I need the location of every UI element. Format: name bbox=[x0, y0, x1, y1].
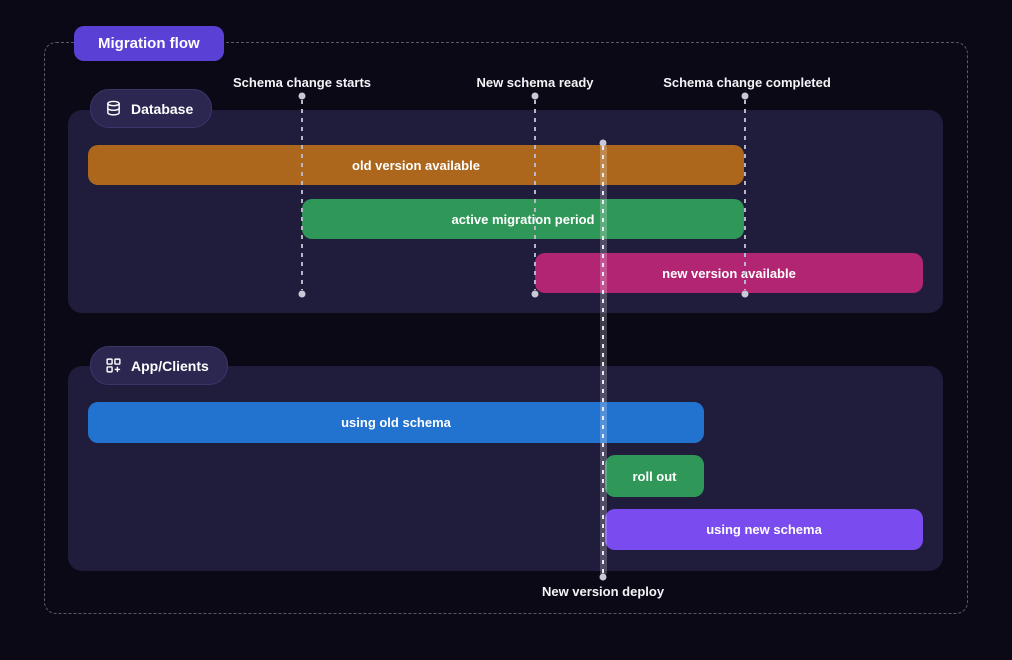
deploy-dot-bottom bbox=[599, 573, 607, 581]
guide-line-schema-change-starts bbox=[301, 100, 303, 290]
bar-label: active migration period bbox=[451, 211, 595, 227]
app-clients-section-label: App/Clients bbox=[131, 357, 209, 374]
deploy-guide-line bbox=[602, 146, 604, 574]
guide-line-schema-change-completed bbox=[744, 100, 746, 290]
bar-old-version-available: old version available bbox=[88, 145, 744, 185]
deploy-dot-top bbox=[599, 139, 607, 147]
bar-label: roll out bbox=[632, 468, 677, 484]
guide-dot bbox=[741, 92, 749, 100]
database-icon bbox=[105, 100, 122, 117]
bar-new-version-available: new version available bbox=[535, 253, 923, 293]
database-section-pill: Database bbox=[90, 89, 213, 128]
bar-label: using old schema bbox=[341, 415, 451, 430]
guide-dot bbox=[298, 92, 306, 100]
bar-label: new version available bbox=[662, 265, 796, 281]
milestone-label-schema-change-completed: Schema change completed bbox=[663, 75, 831, 90]
milestone-label-new-schema-ready: New schema ready bbox=[476, 75, 594, 90]
guide-dot bbox=[741, 290, 749, 298]
diagram-title: Migration flow bbox=[98, 35, 200, 52]
bar-roll-out: roll out bbox=[605, 455, 704, 497]
guide-line-new-schema-ready bbox=[534, 100, 536, 290]
bar-using-new-schema: using new schema bbox=[605, 509, 923, 550]
bar-active-migration-period: active migration period bbox=[302, 199, 744, 239]
guide-dot bbox=[531, 92, 539, 100]
diagram-dashed-frame bbox=[44, 42, 968, 614]
app-clients-section-pill: App/Clients bbox=[90, 346, 228, 385]
bar-using-old-schema: using old schema bbox=[88, 402, 704, 443]
guide-dot bbox=[531, 290, 539, 298]
database-section-label: Database bbox=[131, 100, 194, 117]
apps-plus-icon bbox=[105, 357, 122, 374]
bar-label: using new schema bbox=[706, 522, 822, 537]
diagram-title-badge: Migration flow bbox=[74, 26, 224, 61]
milestone-label-new-version-deploy: New version deploy bbox=[541, 584, 665, 599]
bar-label: old version available bbox=[352, 157, 480, 173]
milestone-label-schema-change-starts: Schema change starts bbox=[232, 75, 372, 90]
guide-dot bbox=[298, 290, 306, 298]
